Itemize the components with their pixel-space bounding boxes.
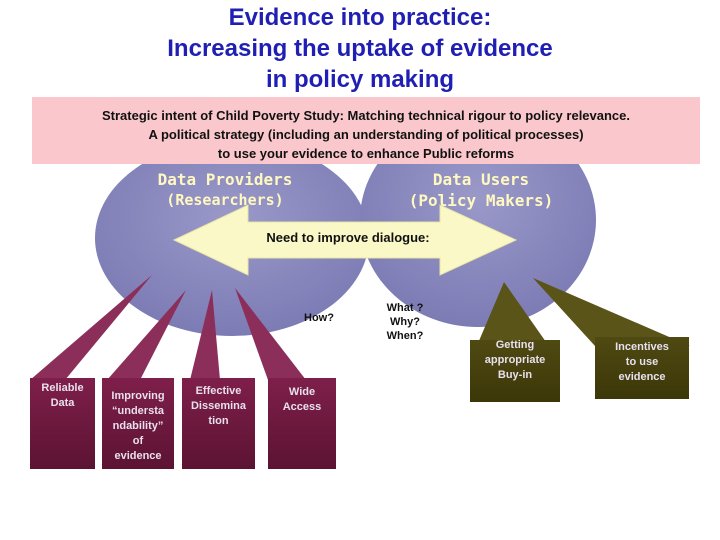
data-users-label: Data Users (Policy Makers): [393, 169, 569, 211]
question-when: When?: [386, 330, 424, 342]
improving-line-4: of: [132, 435, 144, 447]
providers-subtitle: (Researchers): [166, 191, 284, 209]
improving-line-1: Improving: [111, 390, 165, 402]
data-providers-label: Data Providers (Researchers): [140, 170, 310, 210]
effective-line-1: Effective: [195, 385, 242, 397]
getting-buyin-text: Getting appropriate Buy-in: [470, 338, 560, 383]
users-title: Data Users: [432, 170, 530, 189]
reliable-line-1: Reliable: [41, 382, 84, 394]
wide-access-text: Wide Access: [268, 385, 336, 415]
incentives-line-2: to use: [625, 356, 659, 368]
reliable-data-text: Reliable Data: [30, 381, 95, 411]
box-wide-access: [268, 378, 336, 469]
reliable-line-2: Data: [50, 397, 75, 409]
band-line-3: to use your evidence to enhance Public r…: [217, 146, 515, 161]
strategic-intent-text: Strategic intent of Child Poverty Study:…: [32, 106, 700, 163]
incentives-text: Incentives to use evidence: [595, 340, 689, 385]
connector-reliable: [30, 275, 152, 380]
data-users-ellipse: [360, 113, 596, 327]
title-line-1: Evidence into practice:: [228, 4, 492, 31]
improving-text: Improving “understa ndability” of eviden…: [102, 389, 174, 464]
effective-line-2: Dissemina: [190, 400, 247, 412]
incentives-line-3: evidence: [618, 371, 666, 383]
question-why: Why?: [390, 316, 420, 328]
connector-improving: [107, 290, 186, 380]
connector-wide: [235, 288, 306, 380]
strategic-intent-band: [32, 97, 700, 164]
dialogue-label: Need to improve dialogue:: [266, 230, 430, 245]
improving-line-2: “understa: [112, 405, 164, 417]
effective-text: Effective Dissemina tion: [182, 384, 255, 429]
getting-line-3: Buy-in: [497, 369, 533, 381]
getting-line-1: Getting: [495, 339, 535, 351]
question-what: What ?: [386, 302, 424, 314]
box-improving-understandability: [102, 378, 174, 469]
box-incentives: [595, 337, 689, 399]
dialogue-arrow: [172, 204, 518, 276]
title-line-3: in policy making: [265, 66, 455, 93]
effective-line-3: tion: [208, 415, 229, 427]
band-line-2: A political strategy (including an under…: [148, 127, 584, 142]
box-getting-buyin: [470, 340, 560, 402]
connector-effective: [190, 290, 220, 380]
wide-line-2: Access: [282, 401, 322, 413]
improving-line-3: ndability”: [112, 420, 164, 432]
incentives-line-1: Incentives: [615, 341, 669, 353]
getting-line-2: appropriate: [484, 354, 546, 366]
box-effective-dissemination: [182, 378, 255, 469]
band-line-1: Strategic intent of Child Poverty Study:…: [101, 108, 631, 123]
improving-line-5: evidence: [114, 450, 162, 462]
providers-title: Data Providers: [157, 170, 293, 189]
connector-incentives: [533, 278, 690, 346]
how-label: How?: [304, 312, 334, 324]
title-line-2: Increasing the uptake of evidence: [167, 35, 553, 62]
users-subtitle: (Policy Makers): [408, 191, 554, 210]
questions-label: What ? Why? When?: [380, 301, 430, 343]
box-reliable-data: [30, 378, 95, 469]
slide-title: Evidence into practice: Increasing the u…: [0, 2, 720, 95]
wide-line-1: Wide: [288, 386, 316, 398]
